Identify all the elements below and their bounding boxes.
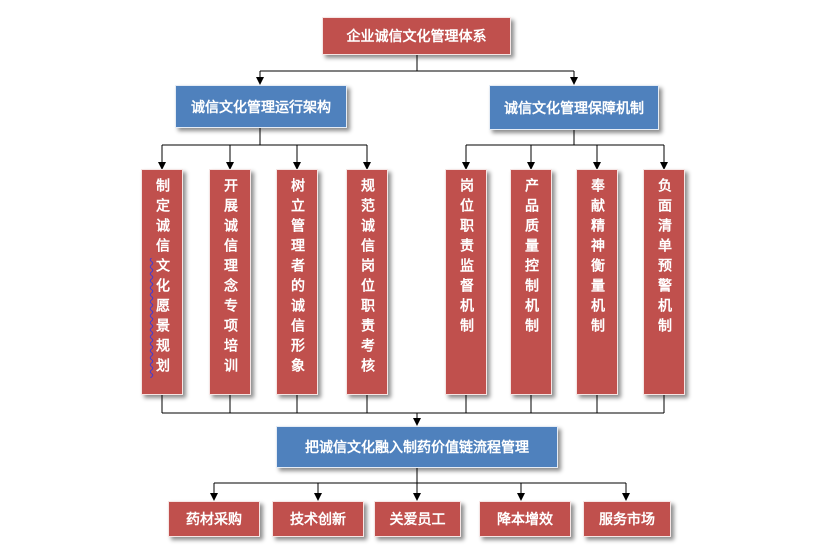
branch-operation-framework: 诚信文化管理运行架构 [175, 85, 347, 128]
node-vision-planning-label-flagged: 文化愿景规划 [154, 258, 170, 378]
value-chain-market-service: 服务市场 [583, 501, 671, 537]
top-node: 企业诚信文化管理体系 [322, 17, 511, 55]
value-chain-procurement: 药材采购 [168, 501, 260, 537]
node-quality-control: 产品质量控制机制 [510, 169, 552, 395]
value-chain-employee-care: 关爱员工 [374, 501, 461, 537]
node-concept-training: 开展诚信理念专项培训 [209, 169, 251, 395]
node-duty-supervision: 岗位职责监督机制 [445, 169, 487, 395]
integration-node: 把诚信文化融入制药价值链流程管理 [276, 426, 558, 468]
node-dedication-measure: 奉献精神衡量机制 [576, 169, 618, 395]
node-manager-image: 树立管理者的诚信形象 [276, 169, 318, 395]
node-post-assessment: 规范诚信岗位职责考核 [346, 169, 388, 395]
node-vision-planning: 制定诚信文化愿景规划 [141, 169, 183, 395]
branch-guarantee-mechanism: 诚信文化管理保障机制 [489, 85, 659, 130]
value-chain-cost-efficiency: 降本增效 [479, 501, 571, 537]
node-vision-planning-label: 制定诚信 [154, 178, 170, 258]
node-negative-list-warning: 负面清单预警机制 [643, 169, 685, 395]
value-chain-innovation: 技术创新 [272, 501, 364, 537]
